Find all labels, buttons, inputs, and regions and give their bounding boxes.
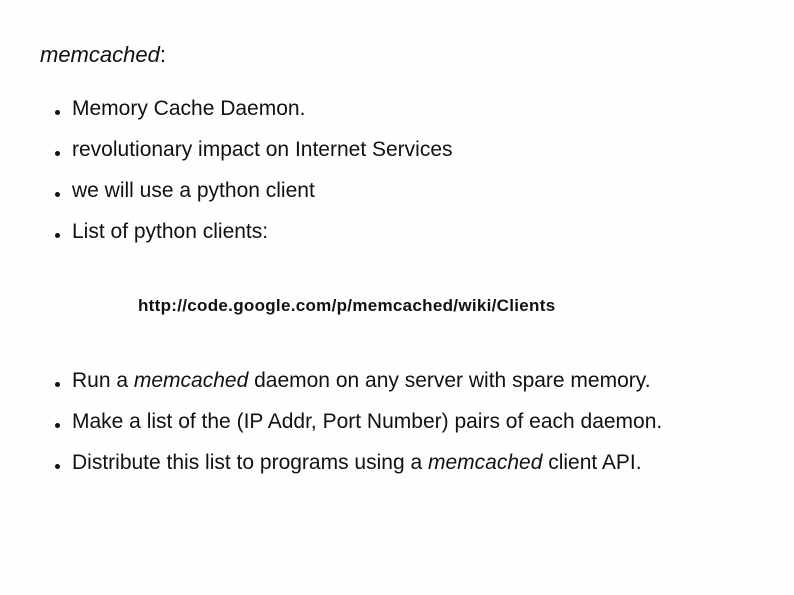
bullet-item: List of python clients:: [0, 211, 794, 252]
bullet-text: revolutionary impact on Internet Service…: [72, 137, 453, 161]
bullet-item: Make a list of the (IP Addr, Port Number…: [0, 401, 794, 442]
bullet-icon: [55, 422, 60, 428]
bullet-icon: [55, 191, 60, 197]
bullet-item: Memory Cache Daemon.: [0, 88, 794, 129]
bullet-item: we will use a python client: [0, 170, 794, 211]
clients-url-text: http://code.google.com/p/memcached/wiki/…: [138, 296, 556, 315]
slide-title: memcached:: [40, 42, 166, 67]
bullet-text: Distribute this list to programs using a…: [72, 450, 642, 474]
bullet-text: List of python clients:: [72, 219, 269, 243]
bullet-item: revolutionary impact on Internet Service…: [0, 129, 794, 170]
bullet-text: Run a memcached daemon on any server wit…: [72, 368, 651, 392]
bullet-text: Memory Cache Daemon.: [72, 96, 306, 120]
bullet-text: Make a list of the (IP Addr, Port Number…: [72, 409, 663, 433]
bullet-list-bottom: Run a memcached daemon on any server wit…: [0, 360, 794, 483]
bullet-icon: [55, 381, 60, 387]
bullet-icon: [55, 463, 60, 469]
bullet-icon: [55, 150, 60, 156]
bullet-icon: [55, 109, 60, 115]
bullet-text: we will use a python client: [72, 178, 315, 202]
bullet-icon: [55, 232, 60, 238]
bullet-item: Distribute this list to programs using a…: [0, 442, 794, 483]
bullet-item: Run a memcached daemon on any server wit…: [0, 360, 794, 401]
bullet-list-top: Memory Cache Daemon. revolutionary impac…: [0, 88, 794, 252]
